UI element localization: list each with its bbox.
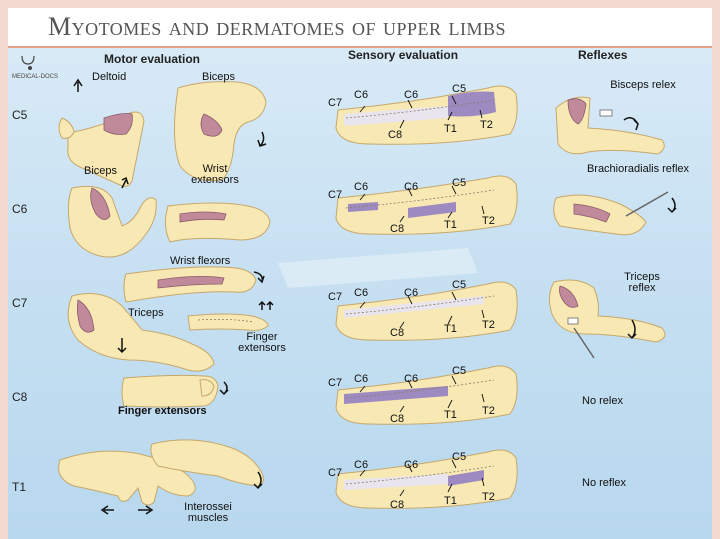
derm-c8-c5: C5 [452, 365, 467, 377]
derm-c6-c7: C7 [328, 189, 343, 201]
derm-c7-c8: C8 [390, 327, 405, 339]
slide-left-border [0, 0, 8, 539]
c5-dermatome-arm [335, 85, 518, 145]
label-wrist-flexors: Wrist flexors [170, 255, 231, 267]
reflexes-header: Reflexes [578, 48, 628, 62]
slide-top-border [0, 0, 720, 8]
label-biceps-c6: Biceps [84, 165, 118, 177]
derm-c8-t1: T1 [444, 409, 457, 421]
derm-c7-c5: C5 [452, 279, 467, 291]
derm-c5-c7: C7 [328, 97, 343, 109]
derm-c5-t1: T1 [444, 123, 457, 135]
derm-c7-t2: T2 [482, 319, 495, 331]
derm-t1-c7: C7 [328, 467, 343, 479]
label-finger-extensors-c7: Finger extensors [238, 331, 286, 354]
derm-c8-c7: C7 [328, 377, 343, 389]
c5-biceps-reflex-figure [555, 96, 665, 155]
slide-right-border [712, 0, 720, 539]
c7-triceps-arm-figure [67, 293, 215, 372]
derm-c6-c6a: C6 [354, 181, 369, 193]
sensory-evaluation-header: Sensory evaluation [348, 48, 459, 62]
derm-c7-c7: C7 [328, 291, 343, 303]
label-interossei: Interossei muscles [184, 501, 232, 524]
label-triceps: Triceps [128, 307, 164, 319]
reflex-c7: Triceps reflex [624, 271, 660, 294]
derm-c8-c8: C8 [390, 413, 405, 425]
c5-deltoid-arm-figure [58, 78, 145, 187]
reflex-t1: No reflex [582, 477, 627, 489]
derm-c6-c5: C5 [452, 177, 467, 189]
derm-t1-c6a: C6 [354, 459, 369, 471]
c7-triceps-reflex-figure [548, 279, 666, 359]
c6-dermatome-arm [335, 175, 518, 235]
c6-wrist-extensors-figure [164, 202, 271, 243]
derm-t1-t2: T2 [482, 491, 495, 503]
reflex-c6: Brachioradialis reflex [586, 163, 690, 175]
derm-c7-c6a: C6 [354, 287, 369, 299]
title-divider [8, 46, 712, 48]
derm-t1-c6b: C6 [404, 459, 419, 471]
row-label-c7: C7 [12, 296, 28, 310]
derm-t1-c5: C5 [452, 451, 467, 463]
derm-c6-c6b: C6 [404, 181, 419, 193]
derm-c5-c6a: C6 [354, 89, 369, 101]
derm-c5-t2: T2 [480, 119, 493, 131]
derm-c5-c5: C5 [452, 83, 467, 95]
derm-c8-c6a: C6 [354, 373, 369, 385]
label-finger-extensors-c8: Finger extensors [118, 405, 207, 417]
diagram-panel: MEDICAL-DOCS Motor evaluation Sensory ev… [8, 48, 712, 539]
row-label-c6: C6 [12, 202, 28, 216]
derm-c6-t2: T2 [482, 215, 495, 227]
reflex-c5: Bisceps relex [610, 79, 676, 91]
c5-biceps-arm-figure [173, 81, 267, 182]
derm-c6-t1: T1 [444, 219, 457, 231]
diagram-illustration [21, 55, 677, 515]
label-wrist-extensors: Wrist extensors [191, 163, 239, 186]
c7-dermatome-arm [335, 281, 518, 341]
stethoscope-icon [21, 55, 35, 70]
c6-brachioradialis-reflex-figure [553, 191, 677, 236]
label-deltoid: Deltoid [92, 71, 127, 83]
label-biceps-c5: Biceps [202, 71, 236, 83]
derm-c5-c8: C8 [388, 129, 403, 141]
derm-t1-t1: T1 [444, 495, 457, 507]
c8-dermatome-arm [335, 365, 518, 425]
derm-c6-c8: C8 [390, 223, 405, 235]
c6-biceps-arm-figure [67, 176, 157, 258]
c8-finger-extensors-figure [121, 374, 229, 408]
overlay-sheet [278, 248, 478, 288]
derm-c8-c6b: C6 [404, 373, 419, 385]
derm-c7-c6b: C6 [404, 287, 419, 299]
derm-c7-t1: T1 [444, 323, 457, 335]
derm-c8-t2: T2 [482, 405, 495, 417]
t1-interossei-hands-figure [58, 439, 264, 515]
reflex-c8: No relex [582, 395, 623, 407]
row-label-c5: C5 [12, 108, 28, 122]
logo-text: MEDICAL-DOCS [12, 74, 59, 80]
row-label-c8: C8 [12, 390, 28, 404]
slide-title: Myotomes and dermatomes of upper limbs [48, 12, 507, 41]
derm-c5-c6b: C6 [404, 89, 419, 101]
c7-finger-extensors-figure [187, 300, 274, 331]
row-label-t1: T1 [12, 480, 27, 494]
t1-dermatome-arm [335, 449, 518, 509]
c7-wrist-flexors-figure [123, 266, 265, 303]
motor-evaluation-header: Motor evaluation [104, 52, 201, 66]
derm-t1-c8: C8 [390, 499, 405, 511]
